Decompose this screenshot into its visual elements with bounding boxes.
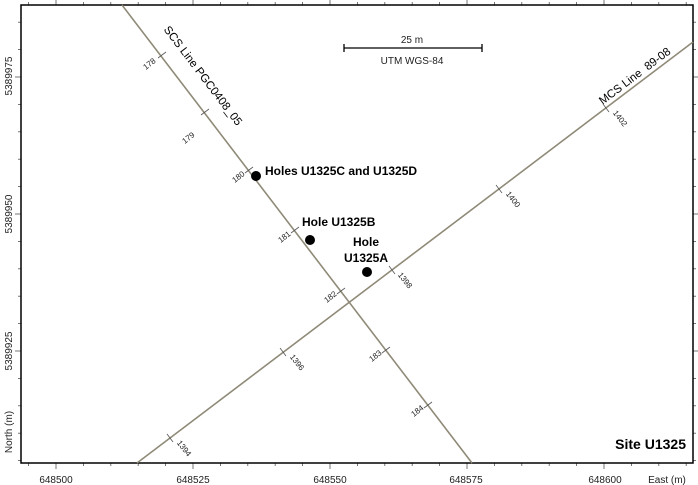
- y-tick-label: 5389950: [4, 194, 15, 233]
- shotpoint-label: 179: [180, 130, 196, 146]
- shotpoint-tick: [157, 51, 167, 59]
- shotpoint-label: 1400: [504, 190, 522, 210]
- site-label: Site U1325: [615, 436, 686, 452]
- shotpoint-tick: [244, 166, 254, 174]
- hole-label: Holes U1325C and U1325D: [265, 164, 417, 178]
- shotpoint-label: 178: [141, 56, 157, 72]
- shotpoint-tick: [388, 265, 396, 275]
- x-tick-label: 648550: [313, 475, 347, 485]
- hole-label: Hole: [353, 235, 379, 249]
- x-tick-label: 648600: [588, 475, 622, 485]
- shotpoint-ticks: [157, 51, 610, 443]
- map-frame: [20, 4, 694, 464]
- scale-bar-length: 25 m: [401, 35, 423, 46]
- hole-marker-u1325c-d: [251, 171, 261, 181]
- scale-bar-projection: UTM WGS-84: [381, 56, 444, 67]
- shotpoint-tick: [290, 226, 300, 234]
- shotpoint-label: 1396: [288, 353, 306, 373]
- shotpoint-tick: [381, 346, 391, 354]
- hole-label: Hole U1325B: [302, 215, 376, 229]
- shotpoint-label: 180: [230, 169, 246, 185]
- shotpoint-label: 1398: [396, 271, 414, 291]
- shotpoint-tick: [602, 103, 610, 113]
- shotpoint-label: 181: [276, 229, 292, 245]
- x-axis-label: East (m): [648, 475, 686, 485]
- y-tick-label: 5389975: [4, 56, 15, 95]
- y-axis-label: North (m): [4, 411, 15, 453]
- x-tick-label: 648525: [176, 475, 210, 485]
- mcs-line: [136, 41, 694, 464]
- shotpoint-tick: [166, 433, 174, 443]
- hole-marker-u1325b: [305, 235, 315, 245]
- shotpoint-label: 1402: [611, 109, 629, 129]
- scs-line-label: SCS Line PGC0408_05: [161, 24, 244, 128]
- shotpoint-label: 182: [322, 289, 338, 305]
- shotpoint-label: 183: [367, 348, 383, 364]
- shotpoint-tick: [336, 287, 346, 295]
- shotpoint-tick: [495, 184, 503, 194]
- shotpoint-tick: [279, 347, 287, 357]
- shotpoint-label: 1394: [175, 439, 193, 459]
- shotpoint-tick: [200, 108, 210, 116]
- scs-line: [121, 4, 473, 464]
- hole-label: U1325A: [344, 251, 388, 265]
- scale-bar: [343, 44, 483, 52]
- shotpoint-tick: [423, 401, 433, 409]
- y-tick-label: 5389925: [4, 331, 15, 370]
- hole-marker-u1325a: [362, 267, 372, 277]
- x-tick-label: 648500: [39, 475, 73, 485]
- mcs-line-label: MCS Line 89-08: [597, 46, 673, 108]
- x-tick-label: 648575: [449, 475, 483, 485]
- shotpoint-label: 184: [409, 403, 425, 419]
